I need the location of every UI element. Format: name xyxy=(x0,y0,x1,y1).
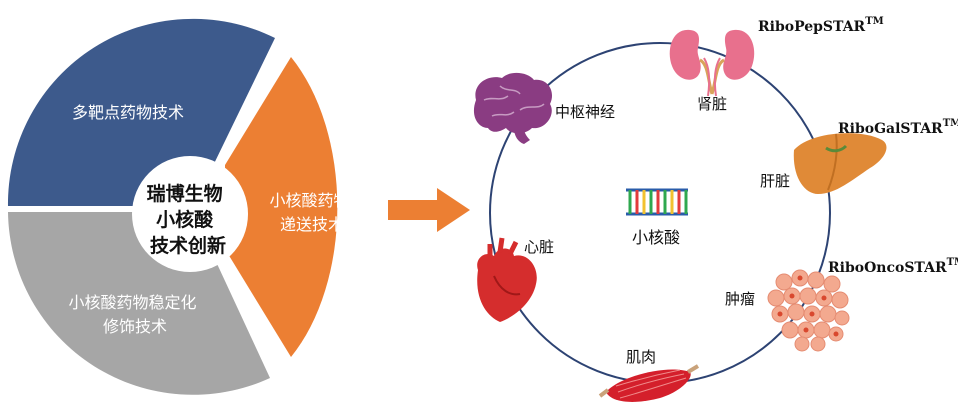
technology-pie: 多靶点药物技术 小核酸药物 递送技术 小核酸药物稳定化 修饰技术 瑞博生物 小核… xyxy=(0,18,354,395)
ring-center-label: 小核酸 xyxy=(632,228,680,247)
brain-icon xyxy=(473,72,553,144)
pie-center-label: 瑞博生物 小核酸 技术创新 xyxy=(147,182,230,257)
segment-label-multi-target: 多靶点药物技术 xyxy=(72,103,184,122)
tumor-cells-icon xyxy=(767,269,850,352)
segment-label-stabilization: 小核酸药物稳定化 修饰技术 xyxy=(68,293,201,336)
platform-label-gal: RiboGalSTARTM xyxy=(838,118,958,137)
organ-label-heart: 心脏 xyxy=(524,238,554,256)
kidney-icon xyxy=(669,29,755,97)
organ-label-tumor: 肿瘤 xyxy=(725,290,755,308)
organ-label-muscle: 肌肉 xyxy=(626,348,656,366)
pie-center-disc xyxy=(132,156,248,272)
heart-icon xyxy=(477,237,537,322)
segment-label-delivery: 小核酸药物 递送技术 xyxy=(269,191,354,234)
tumor-nuclei xyxy=(777,275,839,337)
organ-label-cns: 中枢神经 xyxy=(555,103,615,121)
organ-ring: 小核酸 肾脏 RiboPepSTARTM 中枢神经 肝脏 RiboGalSTAR… xyxy=(473,16,958,402)
sirna-duplex-icon xyxy=(626,188,688,216)
muscle-icon xyxy=(598,364,700,402)
organ-label-liver: 肝脏 xyxy=(760,172,790,190)
organ-label-kidney: 肾脏 xyxy=(697,95,727,113)
segment-delivery xyxy=(225,57,338,357)
liver-icon xyxy=(793,133,887,194)
flow-arrow xyxy=(388,188,470,232)
platform-label-pep: RiboPepSTARTM xyxy=(758,16,884,35)
platform-label-onco: RiboOncoSTARTM xyxy=(828,257,958,276)
